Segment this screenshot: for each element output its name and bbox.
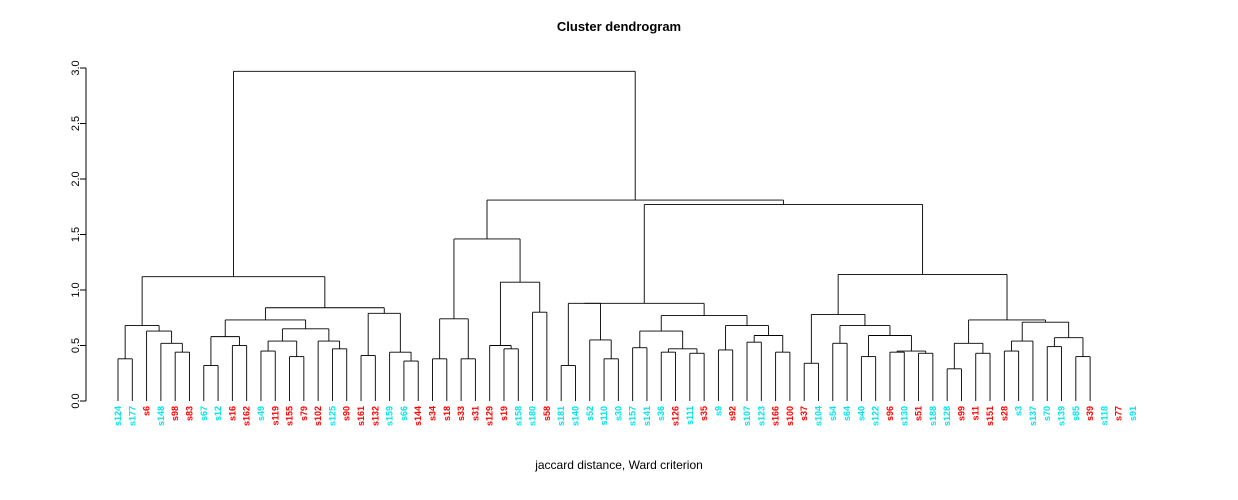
leaf-label[interactable]: s79 <box>299 406 309 421</box>
leaf-label[interactable]: s162 <box>242 406 252 426</box>
leaf-label[interactable]: s49 <box>256 406 266 421</box>
y-tick-label: 0.5 <box>70 338 82 353</box>
leaf-label[interactable]: s67 <box>199 406 209 421</box>
leaf-label[interactable]: s83 <box>184 406 194 421</box>
leaf-label[interactable]: s90 <box>342 406 352 421</box>
y-tick-label: 0.0 <box>70 393 82 408</box>
leaf-label[interactable]: s91 <box>1128 406 1138 421</box>
y-axis: 0.0 0.5 1.0 1.5 2.0 2.5 3.0 <box>70 60 87 409</box>
leaf-label[interactable]: s40 <box>856 406 866 421</box>
leaf-label[interactable]: s54 <box>828 406 838 421</box>
leaf-label[interactable]: s11 <box>971 406 981 421</box>
leaf-label[interactable]: s33 <box>456 406 466 421</box>
leaf-label[interactable]: s37 <box>799 406 809 421</box>
leaf-label[interactable]: s19 <box>499 406 509 421</box>
leaf-label[interactable]: s130 <box>899 406 909 426</box>
leaf-label[interactable]: s92 <box>728 406 738 421</box>
dendrogram-branches <box>117 70 1091 401</box>
leaf-label[interactable]: s85 <box>1071 406 1081 421</box>
leaf-label[interactable]: s110 <box>599 406 609 426</box>
leaf-label[interactable]: s132 <box>370 406 380 426</box>
y-tick-label: 1.5 <box>70 227 82 242</box>
leaf-label[interactable]: s124 <box>113 406 123 426</box>
leaf-label[interactable]: s31 <box>470 406 480 421</box>
leaf-label[interactable]: s148 <box>156 406 166 426</box>
leaf-label[interactable]: s128 <box>942 406 952 426</box>
leaf-label[interactable]: s122 <box>871 406 881 426</box>
leaf-label[interactable]: s161 <box>356 406 366 426</box>
leaf-labels: s124 s177 s6 s148 s98 s83 s67 s12 s16 s162 s49 s119… <box>113 406 1138 426</box>
leaf-label[interactable]: s151 <box>985 406 995 426</box>
leaf-label[interactable]: s157 <box>628 406 638 426</box>
y-tick-label: 1.0 <box>70 282 82 297</box>
leaf-label[interactable]: s104 <box>813 406 823 426</box>
y-tick-label: 2.5 <box>70 116 82 131</box>
leaf-label[interactable]: s6 <box>142 406 152 416</box>
leaf-label[interactable]: s180 <box>528 406 538 426</box>
leaf-label[interactable]: s125 <box>327 406 337 426</box>
leaf-label[interactable]: s12 <box>213 406 223 421</box>
leaf-label[interactable]: s3 <box>1014 406 1024 416</box>
leaf-label[interactable]: s18 <box>442 406 452 421</box>
leaf-label[interactable]: s177 <box>127 406 137 426</box>
leaf-label[interactable]: s158 <box>513 406 523 426</box>
leaf-label[interactable]: s139 <box>1057 406 1067 426</box>
leaf-label[interactable]: s107 <box>742 406 752 426</box>
page-title: Cluster dendrogram <box>556 19 682 34</box>
leaf-label[interactable]: s166 <box>771 406 781 426</box>
leaf-label[interactable]: s52 <box>585 406 595 421</box>
leaf-label[interactable]: s188 <box>928 406 938 426</box>
leaf-label[interactable]: s155 <box>285 406 295 426</box>
leaf-label[interactable]: s126 <box>671 406 681 426</box>
leaf-label[interactable]: s137 <box>1028 406 1038 426</box>
leaf-label[interactable]: s118 <box>1099 406 1109 426</box>
leaf-label[interactable]: s181 <box>556 406 566 426</box>
leaf-label[interactable]: s30 <box>613 406 623 421</box>
leaf-label[interactable]: s123 <box>756 406 766 426</box>
leaf-label[interactable]: s16 <box>227 406 237 421</box>
leaf-label[interactable]: s141 <box>642 406 652 426</box>
leaf-label[interactable]: s144 <box>413 406 423 426</box>
leaf-label[interactable]: s96 <box>885 406 895 421</box>
leaf-label[interactable]: s9 <box>713 406 723 416</box>
leaf-label[interactable]: s102 <box>313 406 323 426</box>
leaf-label[interactable]: s100 <box>785 406 795 426</box>
leaf-label[interactable]: s111 <box>685 406 695 425</box>
leaf-label[interactable]: s28 <box>999 406 1009 421</box>
leaf-label[interactable]: s35 <box>699 406 709 421</box>
leaf-label[interactable]: s64 <box>842 406 852 421</box>
leaf-label[interactable]: s58 <box>542 406 552 421</box>
y-tick-label: 2.0 <box>70 171 82 186</box>
leaf-label[interactable]: s66 <box>399 406 409 421</box>
leaf-label[interactable]: s51 <box>914 406 924 421</box>
leaf-label[interactable]: s36 <box>656 406 666 421</box>
leaf-label[interactable]: s159 <box>385 406 395 426</box>
leaf-label[interactable]: s98 <box>170 406 180 421</box>
leaf-label[interactable]: s77 <box>1114 406 1124 421</box>
leaf-label[interactable]: s99 <box>956 406 966 421</box>
leaf-label[interactable]: s129 <box>485 406 495 426</box>
leaf-label[interactable]: s34 <box>428 406 438 421</box>
x-axis-caption: jaccard distance, Ward criterion <box>535 458 703 472</box>
y-tick-label: 3.0 <box>70 60 82 75</box>
leaf-label[interactable]: s39 <box>1085 406 1095 421</box>
leaf-label[interactable]: s119 <box>270 406 280 426</box>
leaf-label[interactable]: s140 <box>570 406 580 426</box>
leaf-label[interactable]: s70 <box>1042 406 1052 421</box>
